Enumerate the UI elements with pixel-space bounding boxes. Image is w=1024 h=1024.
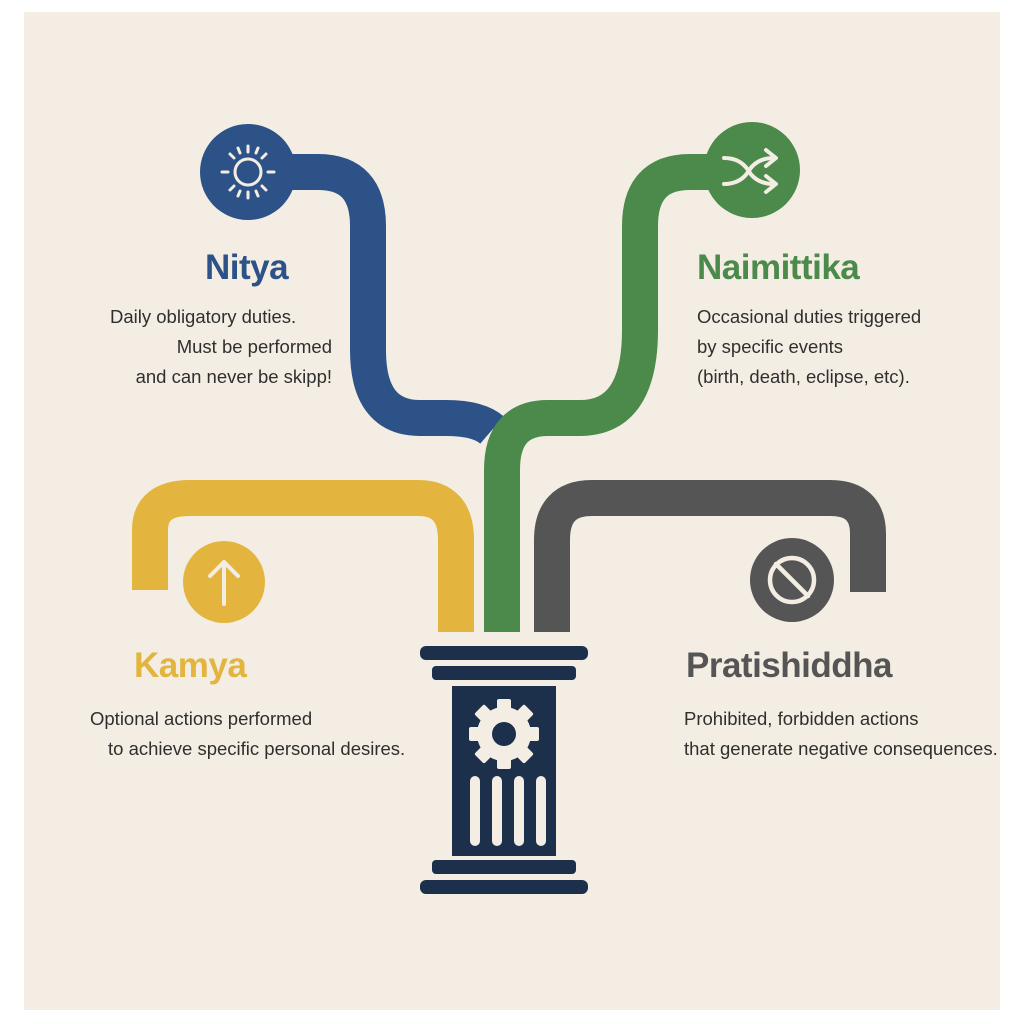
kamya-line-1: Optional actions performed [90, 708, 313, 729]
pratishiddha-description: Prohibited, forbidden actions that gener… [684, 704, 998, 764]
pratishiddha-path [534, 480, 886, 632]
prohibited-icon [750, 538, 834, 622]
naimittika-description: Occasional duties triggered by specific … [697, 302, 921, 392]
nitya-path [278, 154, 504, 445]
nitya-description: Daily obligatory duties. Must be perform… [100, 302, 332, 392]
kamya-description: Optional actions performed to achieve sp… [90, 704, 405, 764]
up-arrow-icon [183, 541, 265, 623]
pratishiddha-line-1: Prohibited, forbidden actions [684, 708, 919, 729]
naimittika-title: Naimittika [697, 248, 860, 287]
nitya-line-2: Must be performed [176, 336, 332, 357]
naimittika-line-2: by specific events [697, 336, 844, 357]
pratishiddha-title: Pratishiddha [686, 646, 892, 685]
nitya-title: Nitya [205, 248, 289, 287]
pillar-icon [420, 646, 588, 894]
gear-icon [469, 699, 539, 769]
naimittika-path [484, 154, 730, 632]
naimittika-line-1: Occasional duties triggered [697, 306, 922, 327]
pratishiddha-line-2: that generate negative consequences. [684, 738, 998, 759]
shuffle-icon [704, 122, 800, 218]
kamya-title: Kamya [134, 646, 247, 685]
nitya-line-3: and can never be skipp! [135, 366, 332, 387]
sun-icon [200, 124, 296, 220]
naimittika-line-3: (birth, death, eclipse, etc). [697, 366, 910, 387]
nitya-line-1: Daily obligatory duties. [110, 306, 297, 327]
kamya-line-2: to achieve specific personal desires. [108, 738, 406, 759]
kamya-path [132, 480, 474, 632]
